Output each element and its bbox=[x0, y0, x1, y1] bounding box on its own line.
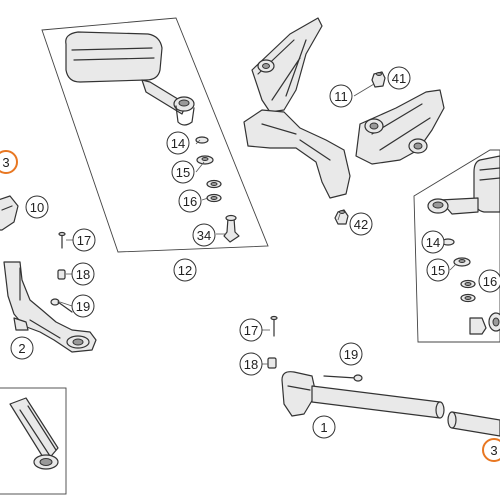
callout-34 bbox=[192, 223, 216, 247]
callout-label: 1 bbox=[320, 420, 327, 435]
handlebar-bracket-part bbox=[243, 17, 445, 199]
callout-16-right bbox=[478, 269, 500, 293]
callout-label: 15 bbox=[176, 165, 190, 180]
callout-label: 41 bbox=[392, 71, 406, 86]
callout-41 bbox=[387, 66, 411, 90]
callout-label: 3 bbox=[490, 443, 497, 458]
callout-label: 42 bbox=[354, 217, 368, 232]
callout-17-bottom bbox=[239, 318, 263, 342]
callout-label: 17 bbox=[77, 233, 91, 248]
callout-label: 2 bbox=[18, 341, 25, 356]
handlebar-grip bbox=[9, 397, 59, 470]
callout-label: 14 bbox=[171, 136, 185, 151]
callout-14-left bbox=[166, 131, 190, 155]
callout-18-bottom bbox=[239, 352, 263, 376]
left-mirror-part bbox=[65, 31, 195, 126]
pin-18-left bbox=[57, 269, 66, 280]
left-mirror-washers bbox=[195, 136, 222, 203]
screw-17-bottom bbox=[270, 315, 278, 337]
callout-19-left bbox=[71, 294, 95, 318]
callout-10 bbox=[25, 195, 49, 219]
callout-3-left bbox=[0, 150, 18, 174]
callout-15-left bbox=[171, 160, 195, 184]
callout-15-right bbox=[426, 258, 450, 282]
left-bracket-piece bbox=[0, 195, 19, 231]
callout-label: 12 bbox=[178, 263, 192, 278]
group-frame-right-mirror bbox=[413, 149, 500, 343]
callout-12 bbox=[173, 258, 197, 282]
callout-17-left bbox=[72, 228, 96, 252]
callout-label: 19 bbox=[76, 299, 90, 314]
callout-label: 15 bbox=[431, 263, 445, 278]
callout-3-right bbox=[482, 438, 500, 462]
bolt-19-left bbox=[50, 298, 73, 313]
callout-19-bottom bbox=[339, 342, 363, 366]
left-mirror-bolt bbox=[223, 214, 240, 243]
group-frame-grip bbox=[0, 387, 67, 495]
callout-label: 18 bbox=[244, 357, 258, 372]
left-switch-housing bbox=[3, 261, 97, 353]
callout-1 bbox=[312, 415, 336, 439]
bracket-nut-bottom bbox=[334, 209, 349, 225]
screw-17-left bbox=[58, 231, 66, 249]
group-frame-left-mirror bbox=[41, 17, 269, 253]
right-mirror-washers bbox=[441, 238, 476, 303]
callout-2 bbox=[10, 336, 34, 360]
callout-label: 3 bbox=[2, 155, 9, 170]
callout-label: 14 bbox=[426, 235, 440, 250]
bracket-nut-top bbox=[371, 71, 386, 88]
right-mirror-bolt bbox=[469, 312, 500, 335]
callout-11 bbox=[329, 84, 353, 108]
callout-label: 34 bbox=[197, 228, 211, 243]
pin-18-bottom bbox=[267, 357, 277, 369]
right-mirror-part bbox=[427, 155, 500, 215]
callout-label: 19 bbox=[344, 347, 358, 362]
handlebar-part bbox=[281, 371, 500, 437]
callout-14-right bbox=[421, 230, 445, 254]
callout-label: 10 bbox=[30, 200, 44, 215]
callout-label: 16 bbox=[483, 274, 497, 289]
callout-label: 18 bbox=[76, 267, 90, 282]
bolt-19-bottom bbox=[323, 374, 363, 382]
callout-18-left bbox=[71, 262, 95, 286]
callout-16-left bbox=[178, 189, 202, 213]
callout-label: 11 bbox=[334, 89, 348, 104]
callout-42 bbox=[349, 212, 373, 236]
callout-label: 16 bbox=[183, 194, 197, 209]
callout-label: 17 bbox=[244, 323, 258, 338]
